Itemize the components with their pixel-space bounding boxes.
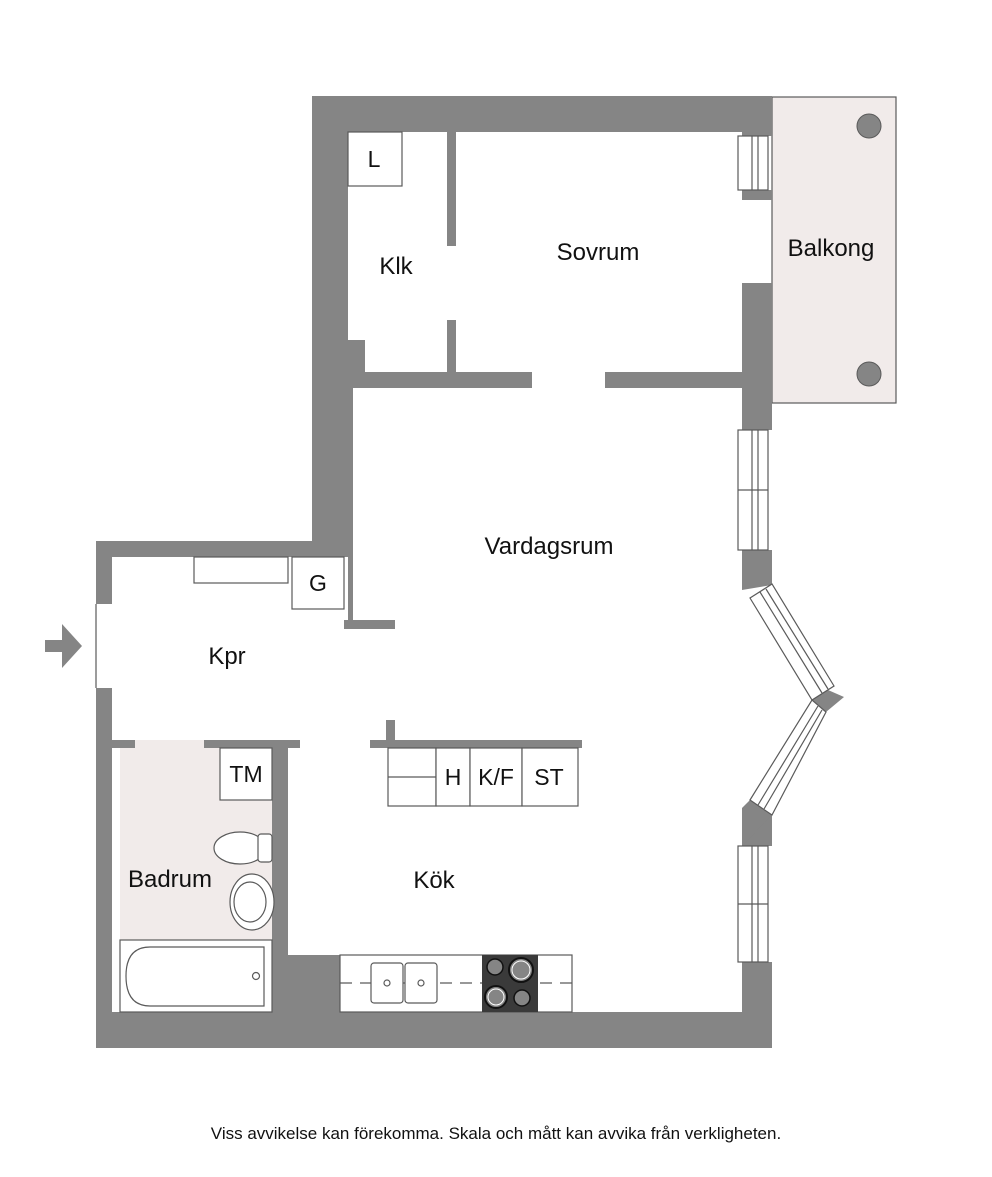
linen-cabinet — [347, 131, 403, 187]
fixture-label-linen: L — [368, 146, 381, 172]
toilet-icon — [213, 831, 273, 865]
hall-shelf — [193, 556, 289, 584]
windows — [737, 135, 835, 963]
arrow-right-icon — [45, 624, 82, 668]
fixture-label-fridge: H — [445, 764, 462, 790]
fixture-label-fridge-freezer: K/F — [478, 764, 514, 790]
kitchen-units — [387, 747, 579, 807]
room-label-kpr: Kpr — [208, 643, 245, 670]
fixture-label-washer: TM — [229, 761, 262, 787]
washer-cabinet — [219, 747, 273, 801]
stove-icon — [482, 955, 538, 1012]
room-label-balkong: Balkong — [788, 235, 875, 262]
balcony-post — [856, 113, 882, 139]
room-label-vardagsrum: Vardagsrum — [485, 533, 614, 560]
balcony-post — [856, 361, 882, 387]
walls — [96, 96, 844, 1048]
room-label-sovrum: Sovrum — [557, 239, 640, 266]
fixture-label-wardrobe: G — [309, 570, 327, 596]
disclaimer-text: Viss avvikelse kan förekomma. Skala och … — [210, 1124, 782, 1143]
room-label-badrum: Badrum — [128, 866, 212, 893]
wardrobe-cabinet — [291, 556, 345, 610]
balcony-floor — [771, 96, 897, 404]
bathtub-icon — [119, 939, 273, 1013]
room-label-klk: Klk — [379, 253, 413, 280]
floor-plan: Sovrum Klk Balkong Vardagsrum Kpr Badrum… — [45, 96, 897, 1048]
room-label-kok: Kök — [413, 867, 455, 894]
sink-icon — [229, 873, 275, 931]
fixture-label-storage: ST — [534, 764, 563, 790]
